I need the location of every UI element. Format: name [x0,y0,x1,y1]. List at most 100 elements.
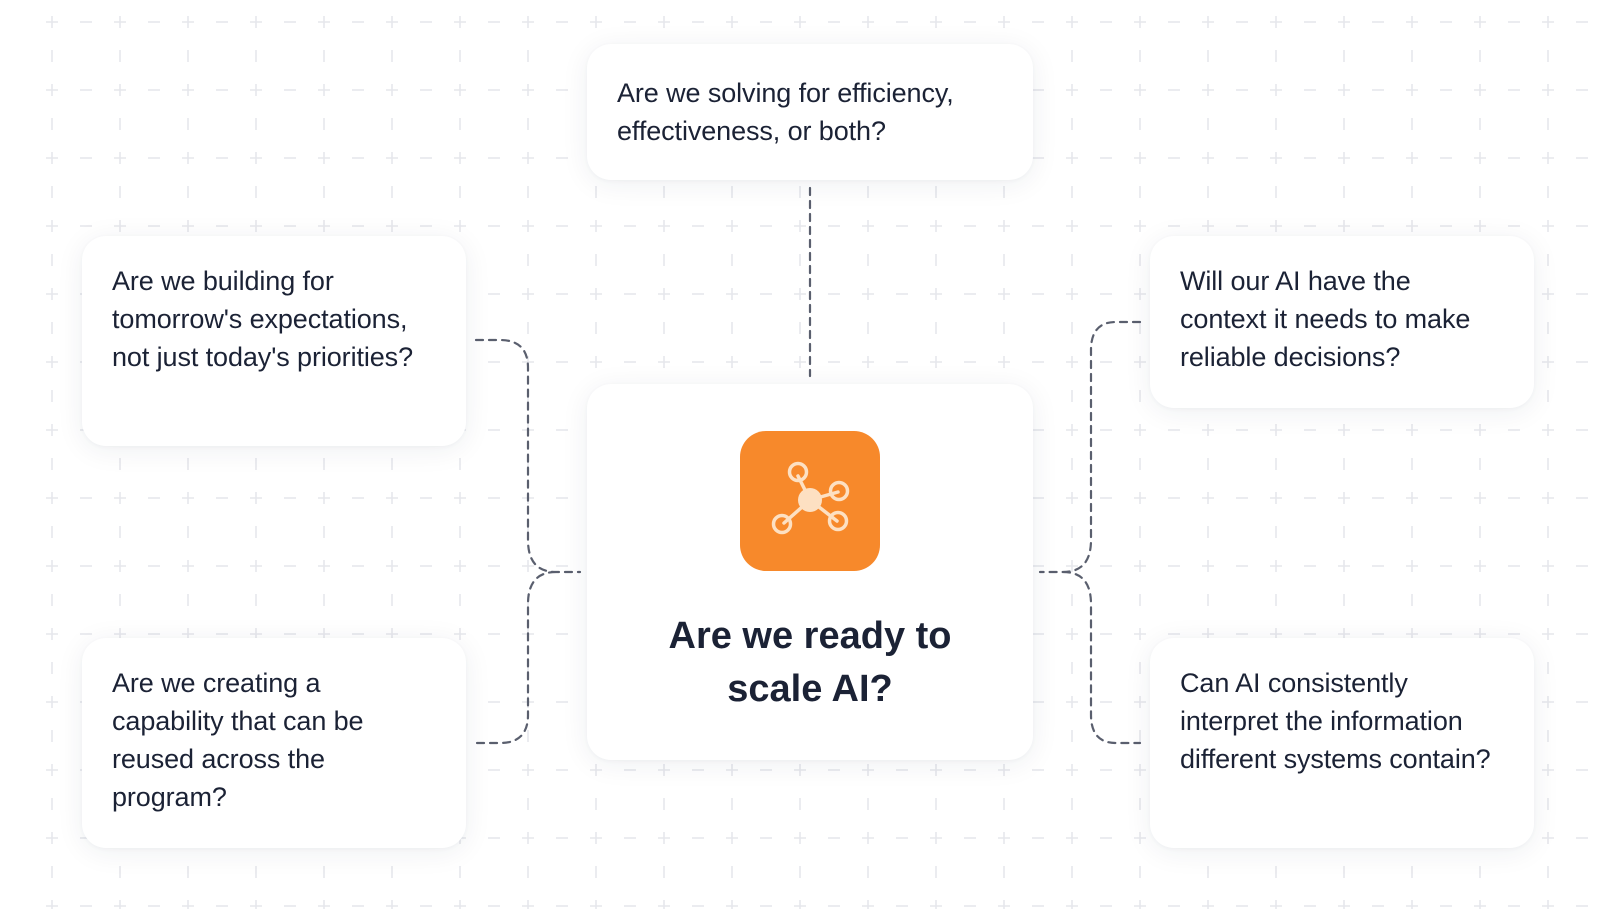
grid-plus-mark [46,220,58,232]
grid-plus-mark [1202,84,1214,96]
grid-plus-mark [1338,900,1350,909]
grid-plus-mark [1542,288,1554,300]
network-nodes-icon [740,431,880,571]
grid-plus-mark [862,900,874,909]
grid-plus-mark [1066,356,1078,368]
grid-plus-mark [1066,696,1078,708]
grid-plus-mark [1542,628,1554,640]
grid-plus-mark [998,356,1010,368]
grid-plus-mark [794,356,806,368]
grid-plus-mark [998,900,1010,909]
grid-plus-mark [114,220,126,232]
grid-plus-mark [1066,16,1078,28]
grid-plus-mark [726,832,738,844]
grid-plus-mark [386,220,398,232]
grid-plus-mark [46,900,58,909]
grid-plus-mark [658,220,670,232]
grid-plus-mark [1474,152,1486,164]
grid-plus-mark [590,832,602,844]
grid-plus-mark [250,152,262,164]
question-card-right-top: Will our AI have the context it needs to… [1150,236,1534,408]
grid-plus-mark [998,832,1010,844]
grid-plus-mark [862,288,874,300]
grid-plus-mark [1134,84,1146,96]
grid-plus-mark [1542,832,1554,844]
grid-plus-mark [930,832,942,844]
grid-plus-mark [182,492,194,504]
grid-plus-mark [46,152,58,164]
grid-plus-mark [794,16,806,28]
grid-plus-mark [1134,900,1146,909]
grid-plus-mark [794,220,806,232]
grid-plus-mark [590,288,602,300]
grid-plus-mark [930,220,942,232]
grid-plus-mark [1542,764,1554,776]
grid-plus-mark [1066,900,1078,909]
grid-plus-mark [114,16,126,28]
grid-plus-mark [1066,560,1078,572]
grid-plus-mark [726,764,738,776]
grid-plus-mark [386,492,398,504]
grid-plus-mark [1270,900,1282,909]
grid-plus-mark [726,16,738,28]
grid-plus-mark [522,16,534,28]
grid-plus-mark [1202,152,1214,164]
grid-plus-mark [318,560,330,572]
grid-plus-mark [1542,16,1554,28]
grid-plus-mark [46,84,58,96]
question-text-right-bottom: Can AI consistently interpret the inform… [1180,668,1491,774]
grid-plus-mark [182,560,194,572]
grid-plus-mark [522,900,534,909]
grid-plus-mark [46,288,58,300]
grid-plus-mark [1270,492,1282,504]
grid-plus-mark [318,16,330,28]
grid-plus-mark [1474,560,1486,572]
grid-plus-mark [522,152,534,164]
grid-plus-mark [1134,832,1146,844]
question-card-left-bottom: Are we creating a capability that can be… [82,638,466,848]
grid-plus-mark [386,900,398,909]
grid-plus-mark [1474,900,1486,909]
grid-plus-mark [1270,16,1282,28]
grid-plus-mark [1066,84,1078,96]
center-card: Are we ready to scale AI? [587,384,1033,760]
grid-plus-mark [46,16,58,28]
grid-plus-mark [46,560,58,572]
grid-plus-mark [1134,560,1146,572]
grid-plus-mark [1406,424,1418,436]
grid-plus-mark [1542,356,1554,368]
grid-plus-mark [522,220,534,232]
grid-plus-mark [250,220,262,232]
grid-plus-mark [862,356,874,368]
grid-plus-mark [46,356,58,368]
grid-plus-mark [998,220,1010,232]
grid-plus-mark [1134,764,1146,776]
grid-plus-mark [1134,696,1146,708]
grid-plus-mark [1542,220,1554,232]
grid-plus-mark [1542,900,1554,909]
grid-plus-mark [182,152,194,164]
grid-plus-mark [590,356,602,368]
grid-plus-mark [318,492,330,504]
grid-plus-mark [998,288,1010,300]
grid-plus-mark [1270,152,1282,164]
grid-plus-mark [454,220,466,232]
grid-plus-mark [1066,220,1078,232]
grid-plus-mark [1406,560,1418,572]
grid-plus-mark [1474,492,1486,504]
grid-plus-mark [1406,16,1418,28]
connector-left-bracket [474,338,582,745]
center-title: Are we ready to scale AI? [668,615,952,710]
grid-plus-mark [1338,424,1350,436]
question-text-top: Are we solving for efficiency, effective… [617,78,954,146]
grid-plus-mark [590,900,602,909]
grid-plus-mark [318,152,330,164]
grid-plus-mark [1542,84,1554,96]
grid-plus-mark [1406,492,1418,504]
grid-plus-mark [454,628,466,640]
grid-plus-mark [658,764,670,776]
grid-plus-mark [658,356,670,368]
grid-plus-mark [1406,900,1418,909]
question-card-right-bottom: Can AI consistently interpret the inform… [1150,638,1534,848]
grid-plus-mark [1270,424,1282,436]
